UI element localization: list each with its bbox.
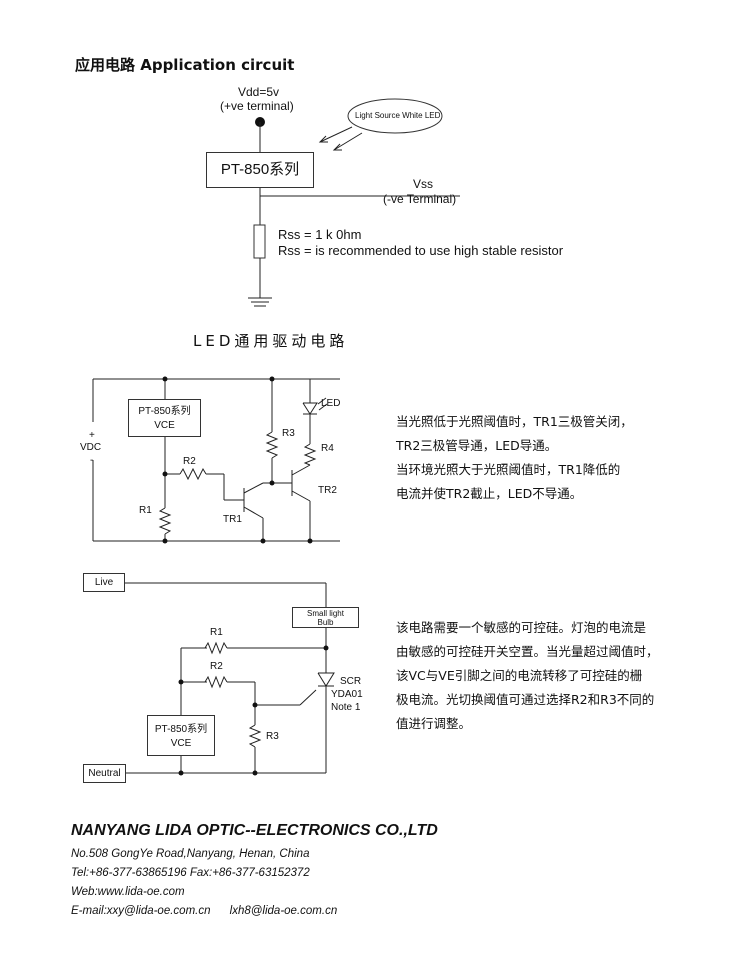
company-name: NANYANG LIDA OPTIC--ELECTRONICS CO.,LTD bbox=[71, 822, 438, 839]
small-light-bulb: Small light Bulb bbox=[292, 607, 359, 628]
pt850-chip-driver: PT-850系列 VCE bbox=[128, 399, 201, 437]
description-line: 该VC与VE引脚之间的电流转移了可控硅的栅 bbox=[396, 668, 643, 683]
chip-label: PT-850系列 bbox=[138, 406, 191, 417]
scr-model-label: YDA01 bbox=[331, 689, 363, 700]
live-label: Live bbox=[94, 577, 114, 588]
led-label: LED bbox=[321, 398, 341, 409]
vdd-label: Vdd=5v bbox=[238, 85, 280, 99]
vdc-label: VDC bbox=[80, 442, 102, 453]
chip-pin-label: VCE bbox=[170, 738, 192, 749]
led-circuit-description: 当光照低于光照阈值时，TR1三极管关闭， TR2三极管导通，LED导通。 当环境… bbox=[396, 410, 633, 506]
chip-label: PT-850系列 bbox=[220, 161, 300, 178]
scr-note-label: Note 1 bbox=[331, 702, 361, 713]
company-email[interactable]: E-mail:xxy@lida-oe.com.cn lxh8@lida-oe.c… bbox=[71, 905, 338, 917]
r2-label: R2 bbox=[183, 456, 196, 467]
vdd-terminal-label: (+ve terminal) bbox=[220, 99, 294, 113]
description-line: 值进行调整。 bbox=[396, 716, 472, 731]
chip-label: PT-850系列 bbox=[154, 724, 208, 735]
pt850-chip: PT-850系列 bbox=[206, 152, 314, 188]
neutral-label: Neutral bbox=[88, 768, 121, 779]
bulb-label-line2: Bulb bbox=[317, 618, 334, 627]
description-line: 当光照低于光照阈值时，TR1三极管关闭， bbox=[396, 414, 633, 429]
r3-label: R3 bbox=[266, 731, 279, 742]
vss-terminal-label: (-ve Terminal) bbox=[383, 192, 457, 206]
description-line: 由敏感的可控硅开关空置。当光量超过阈值时， bbox=[396, 644, 659, 659]
company-address: No.508 GongYe Road,Nanyang, Henan, China bbox=[71, 848, 310, 860]
description-line: 电流并使TR2截止，LED不导通。 bbox=[396, 486, 583, 501]
vss-label: Vss bbox=[413, 177, 434, 191]
description-line: 极电流。光切换阈值可通过选择R2和R3不同的 bbox=[396, 692, 655, 707]
company-web[interactable]: Web:www.lida-oe.com bbox=[71, 886, 185, 898]
description-line: 该电路需要一个敏感的可控硅。灯泡的电流是 bbox=[396, 620, 647, 635]
r3-label: R3 bbox=[282, 428, 295, 439]
scr-circuit-description: 该电路需要一个敏感的可控硅。灯泡的电流是 由敏感的可控硅开关空置。当光量超过阈值… bbox=[396, 616, 659, 736]
rss-value-label: Rss = 1 k 0hm bbox=[278, 227, 362, 242]
company-phone: Tel:+86-377-63865196 Fax:+86-377-6315237… bbox=[71, 867, 310, 879]
led-driver-circuit-diagram bbox=[92, 376, 340, 544]
scr-bulb-circuit-diagram bbox=[125, 582, 335, 776]
plus-label: + bbox=[89, 430, 95, 441]
bulb-label-line1: Small light bbox=[307, 609, 344, 618]
led-circuit-title: LED通用驱动电路 bbox=[193, 332, 349, 350]
live-terminal: Live bbox=[83, 573, 125, 592]
chip-pin-label: VCE bbox=[154, 420, 175, 431]
minus-label: - bbox=[90, 455, 94, 466]
description-line: TR2三极管导通，LED导通。 bbox=[396, 438, 558, 453]
pt850-chip-scr: PT-850系列 VCE bbox=[147, 715, 215, 756]
light-source-label: Light Source White LED bbox=[355, 111, 441, 120]
r1-label: R1 bbox=[210, 627, 223, 638]
application-circuit-diagram bbox=[248, 98, 460, 307]
tr1-label: TR1 bbox=[223, 514, 242, 525]
r1-label: R1 bbox=[139, 505, 152, 516]
description-line: 当环境光照大于光照阈值时，TR1降低的 bbox=[396, 462, 621, 477]
r4-label: R4 bbox=[321, 443, 334, 454]
scr-label: SCR bbox=[340, 676, 362, 687]
tr2-label: TR2 bbox=[318, 485, 337, 496]
neutral-terminal: Neutral bbox=[83, 764, 126, 783]
r2-label: R2 bbox=[210, 661, 223, 672]
rss-note-label: Rss = is recommended to use high stable … bbox=[278, 243, 564, 258]
section-title: 应用电路 Application circuit bbox=[75, 56, 295, 74]
